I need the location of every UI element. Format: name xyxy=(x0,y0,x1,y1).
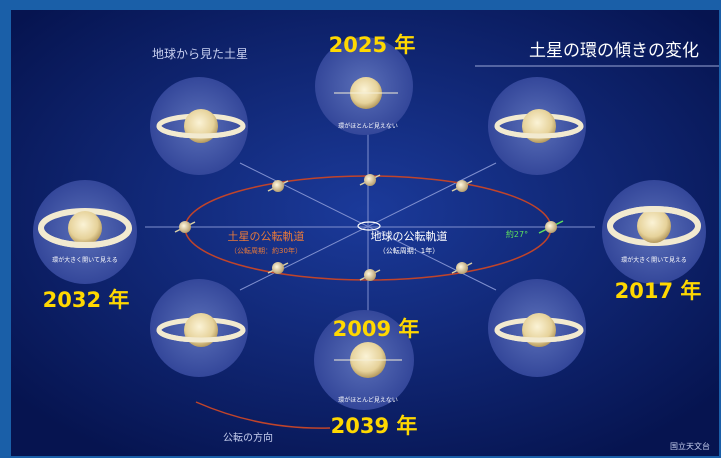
year-label-right: 2017 年 xyxy=(615,279,702,303)
year-label-top: 2025 年 xyxy=(329,33,416,57)
earth-orbit-note: （公転周期：1年） xyxy=(379,246,439,255)
view-bottom-left xyxy=(150,279,248,377)
view-top-right xyxy=(488,77,586,175)
direction-arc xyxy=(195,401,331,429)
year-label-bottom-a: 2009 年 xyxy=(333,317,420,341)
direction-label: 公転の方向 xyxy=(223,431,273,444)
saturn-orbit-label: 土星の公転軌道 xyxy=(228,229,305,243)
view-bottom-right xyxy=(488,279,586,377)
saturn-open-icon xyxy=(637,209,671,243)
view-bottom-caption: 環がほとんど見えない xyxy=(338,396,398,404)
saturn-orbit-note: （公転周期：約30年） xyxy=(230,246,302,255)
year-label-bottom-b: 2039 年 xyxy=(331,414,418,438)
earth-orbit-label: 地球の公転軌道 xyxy=(371,229,448,243)
page-title: 土星の環の傾きの変化 xyxy=(529,41,699,61)
view-top: 環がほとんど見えない xyxy=(315,37,413,135)
view-left: 環が大きく開いて見える xyxy=(33,180,137,284)
view-top-caption: 環がほとんど見えない xyxy=(338,122,398,130)
earth-orbit xyxy=(357,221,381,231)
view-right-caption: 環が大きく開いて見える xyxy=(621,256,687,264)
credit-text: 国立天文台 xyxy=(670,441,710,451)
tilt-label: 約27° xyxy=(506,229,528,239)
subtitle-left: 地球から見た土星 xyxy=(152,47,248,61)
orbit-saturns xyxy=(174,174,564,281)
view-right: 環が大きく開いて見える xyxy=(602,180,706,284)
view-bottom: 環がほとんど見えない xyxy=(314,310,414,410)
year-label-left: 2032 年 xyxy=(43,288,130,312)
saturn-open-icon xyxy=(68,211,102,245)
view-top-left xyxy=(150,77,248,175)
view-left-caption: 環が大きく開いて見える xyxy=(52,256,118,264)
